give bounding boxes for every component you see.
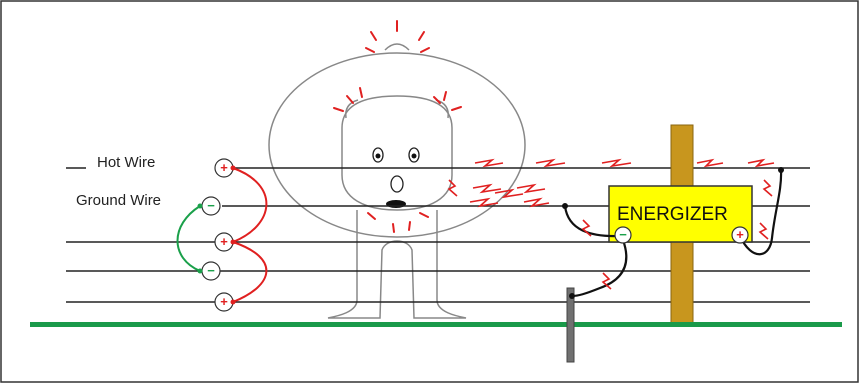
bear-head	[341, 95, 453, 211]
svg-text:−: −	[207, 263, 215, 278]
energizer-leads	[563, 169, 783, 298]
spark-icon	[472, 183, 502, 194]
energizer-positive-terminal: +	[731, 226, 749, 244]
spark-icon	[474, 158, 504, 168]
svg-text:−: −	[207, 198, 215, 213]
spark-icon	[516, 183, 546, 194]
shock-marks-bear	[333, 20, 462, 233]
spark-icon	[601, 272, 612, 290]
svg-text:+: +	[736, 227, 744, 242]
lead-ground-to-wire	[563, 205, 621, 238]
bear-left-ear	[345, 99, 359, 119]
spark-icon	[696, 158, 724, 168]
hot-jumpers	[232, 167, 268, 303]
spark-icon	[601, 158, 632, 168]
svg-text:+: +	[220, 234, 228, 249]
svg-text:+: +	[220, 294, 228, 309]
hot-wire-label: Hot Wire	[97, 154, 155, 171]
spark-icon	[494, 188, 524, 199]
ground-wire-label: Ground Wire	[76, 192, 161, 209]
terminal-hot-1: +	[214, 158, 234, 178]
energizer-box	[608, 185, 753, 243]
terminal-hot-2: +	[214, 232, 234, 252]
bear-body-glow	[268, 52, 526, 238]
bear-top-bump	[384, 43, 410, 51]
ground-jumper	[176, 205, 201, 272]
spark-icon	[523, 197, 550, 208]
junction-dots	[197, 165, 236, 305]
ground-line	[30, 322, 842, 327]
wire-sparks	[447, 158, 775, 290]
energizer-negative-terminal: −	[614, 226, 632, 244]
svg-text:+: +	[220, 160, 228, 175]
energizer-label: ENERGIZER	[617, 204, 728, 225]
spark-icon	[535, 158, 566, 168]
spark-icon	[581, 219, 592, 237]
terminal-ground-1: −	[201, 196, 221, 216]
terminal-hot-3: +	[214, 292, 234, 312]
bear-legs	[327, 210, 467, 319]
lead-hot-to-wire	[739, 169, 783, 256]
spark-icon	[762, 179, 773, 197]
spark-icon	[747, 158, 775, 168]
ground-rod	[566, 287, 575, 363]
bear-nose	[386, 200, 406, 208]
lead-ground-to-rod	[571, 239, 628, 298]
spark-icon	[447, 179, 458, 197]
svg-text:−: −	[619, 227, 627, 242]
spark-icon	[758, 222, 769, 240]
terminal-ground-2: −	[201, 261, 221, 281]
spark-icon	[469, 197, 499, 208]
